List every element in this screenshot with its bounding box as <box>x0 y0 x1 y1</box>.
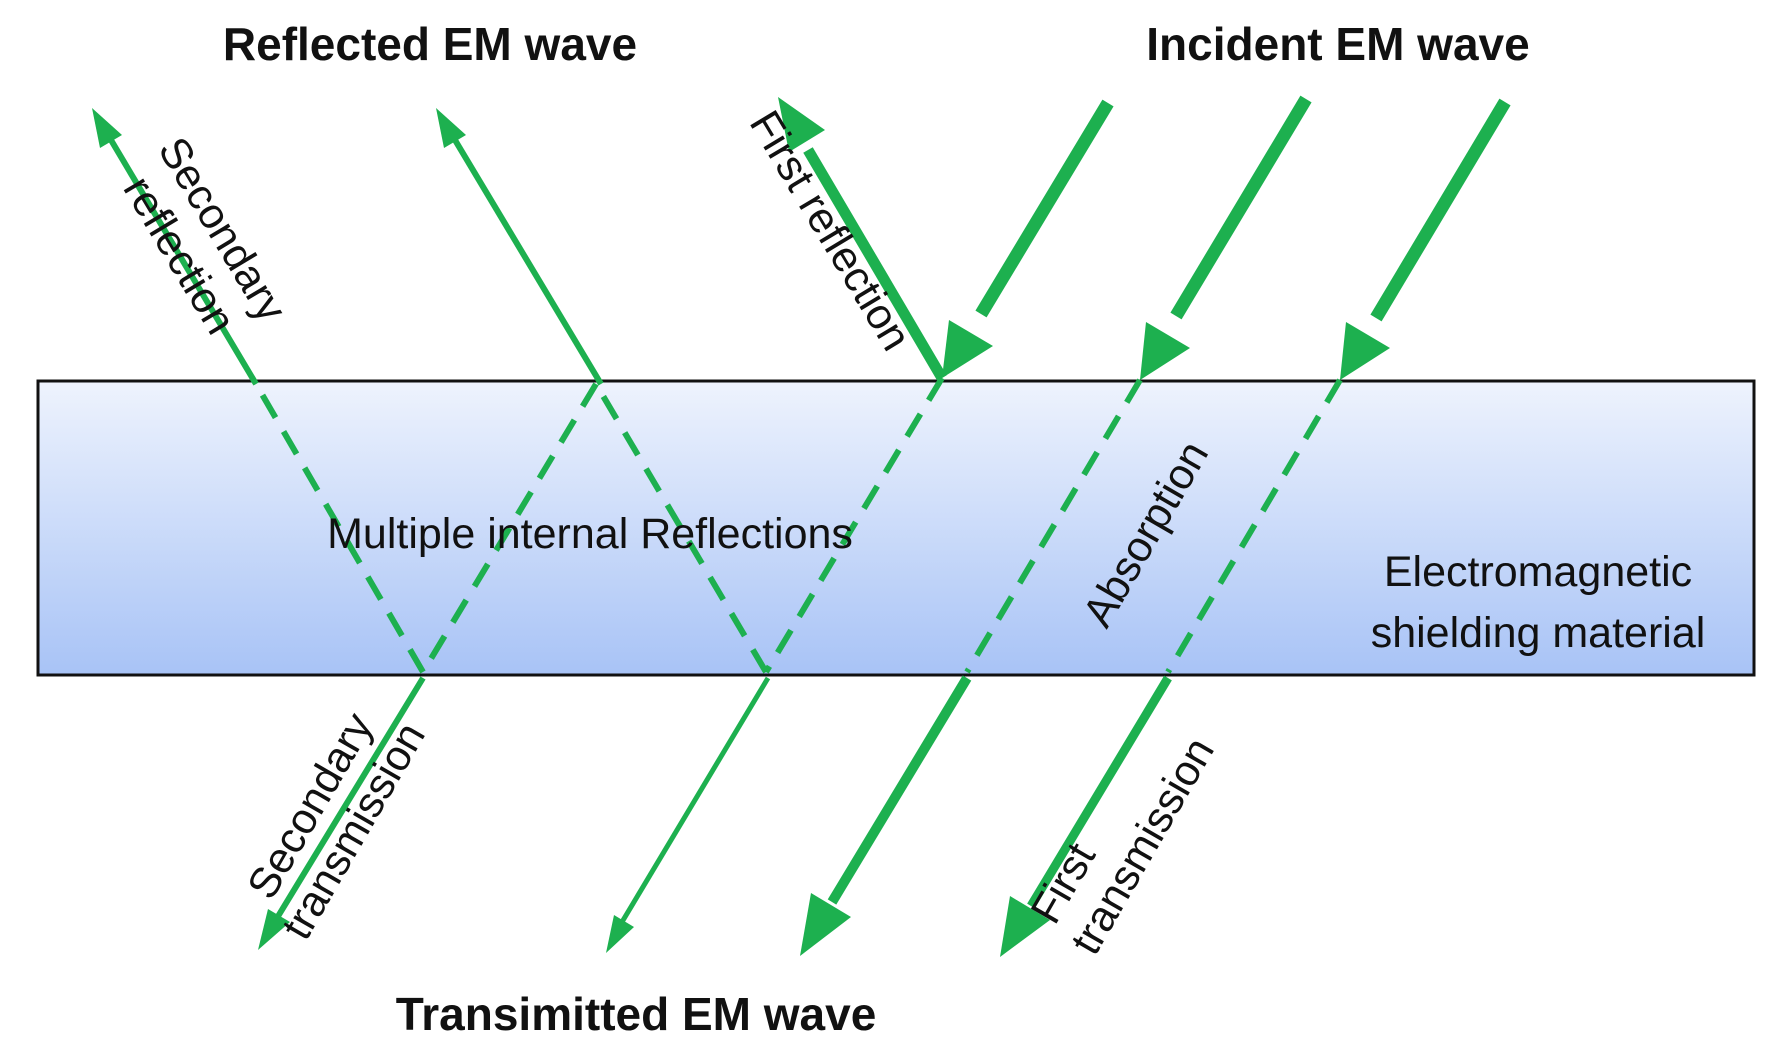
incident-wave-1-arrowhead <box>942 320 993 378</box>
first-transmission-line2: transmission <box>1062 729 1224 962</box>
secondary-reflection-wave-1 <box>105 133 259 386</box>
secondary-transmission-label: Secondary transmission <box>238 705 435 948</box>
transmitted-wave-thick <box>827 675 972 905</box>
incident-wave-3 <box>1370 98 1511 322</box>
transmitted-wave-heading: Transimitted EM wave <box>396 988 877 1040</box>
reflected-wave-heading: Reflected EM wave <box>223 18 637 70</box>
transmitted-wave-thick-arrowhead <box>800 893 851 956</box>
first-reflection-arrowhead <box>778 97 825 152</box>
first-reflection-text: First reflection <box>740 103 920 359</box>
incident-wave-2-arrowhead <box>1140 322 1190 380</box>
internal-dashed-paths <box>253 376 1343 674</box>
material-label-line2: shielding material <box>1371 609 1706 657</box>
first-reflection-wave <box>803 147 947 381</box>
secondary-reflection-arrowhead-2 <box>436 108 466 148</box>
secondary-transmission-wave <box>274 676 426 920</box>
incident-wave-2 <box>1170 95 1312 320</box>
secondary-reflection-label: Secondary reflection <box>114 129 296 342</box>
transmitted-wave-thin <box>619 676 771 924</box>
transmitted-wave-thin-arrowhead <box>606 915 634 953</box>
secondary-transmission-arrowhead <box>258 909 290 950</box>
first-transmission-wave <box>1027 675 1172 909</box>
first-transmission-label: First transmission <box>1022 729 1224 962</box>
secondary-reflection-wave-2 <box>449 133 604 386</box>
first-reflection-label: First reflection <box>740 103 920 359</box>
wave-lines <box>92 95 1511 957</box>
incident-wave-3-arrowhead <box>1340 322 1390 380</box>
shielding-material-slab <box>36 379 1756 677</box>
incident-wave-heading: Incident EM wave <box>1146 18 1529 70</box>
multiple-internal-reflections-label: Multiple internal Reflections <box>327 510 853 558</box>
incident-wave-1 <box>975 99 1114 318</box>
material-label-line1: Electromagnetic <box>1384 548 1692 596</box>
first-transmission-arrowhead <box>1000 896 1050 957</box>
secondary-reflection-arrowhead-1 <box>92 108 122 148</box>
